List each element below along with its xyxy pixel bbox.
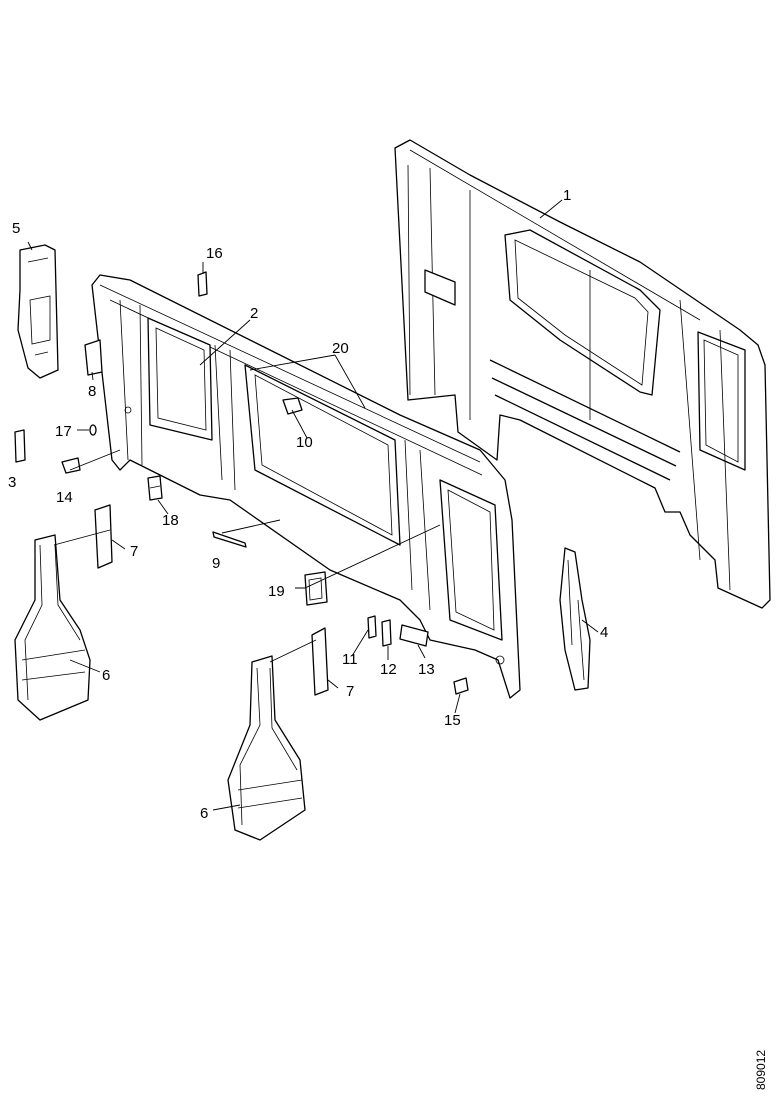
part-12-clip	[381, 619, 392, 647]
leader-lines	[27, 199, 599, 811]
callout-20: 20	[332, 340, 349, 357]
callout-19: 19	[268, 583, 285, 600]
callout-8: 8	[88, 383, 96, 400]
part-outer-side-panel	[394, 139, 771, 609]
callout-14: 14	[56, 489, 73, 506]
part-16-clip	[197, 271, 208, 297]
part-11-clip	[367, 615, 377, 639]
part-7-bracket-lower	[311, 627, 329, 696]
part-4-pillar-right	[559, 547, 591, 691]
part-3-bracket	[14, 429, 26, 463]
callouts: 1 2 3 4 5 6 6 7 7 8 9 10 11 12 13 14 15 …	[8, 187, 608, 822]
callout-11: 11	[342, 651, 358, 668]
callout-4: 4	[600, 624, 608, 641]
part-7-bracket-upper	[94, 504, 113, 569]
part-8-bracket	[84, 339, 103, 376]
callout-1: 1	[563, 187, 571, 204]
callout-2: 2	[250, 305, 258, 322]
part-inner-frame	[91, 274, 521, 699]
part-6-pillar-left	[14, 534, 91, 721]
callout-16: 16	[206, 245, 223, 262]
callout-13: 13	[418, 661, 435, 678]
callout-17: 17	[55, 423, 72, 440]
part-13-plate	[399, 624, 429, 647]
callout-6-lower: 6	[200, 805, 208, 822]
part-17-fastener	[89, 424, 97, 436]
part-9-strip	[212, 531, 247, 548]
callout-6-left: 6	[102, 667, 110, 684]
callout-18: 18	[162, 512, 179, 529]
part-19-plate	[304, 571, 328, 606]
callout-9: 9	[212, 555, 220, 572]
drawing-number: 809012	[754, 1050, 768, 1090]
part-18-clip	[147, 475, 163, 501]
callout-5: 5	[12, 220, 20, 237]
callout-15: 15	[444, 712, 461, 729]
part-14-bracket	[61, 457, 81, 474]
part-10-bracket	[282, 397, 303, 415]
callout-7-upper: 7	[130, 543, 138, 560]
part-6-pillar-lower	[227, 655, 306, 841]
part-15-clip	[453, 677, 469, 695]
callout-10: 10	[296, 434, 313, 451]
callout-3: 3	[8, 474, 16, 491]
part-5-bracket	[17, 244, 59, 379]
callout-12: 12	[380, 661, 397, 678]
callout-7-lower: 7	[346, 683, 354, 700]
